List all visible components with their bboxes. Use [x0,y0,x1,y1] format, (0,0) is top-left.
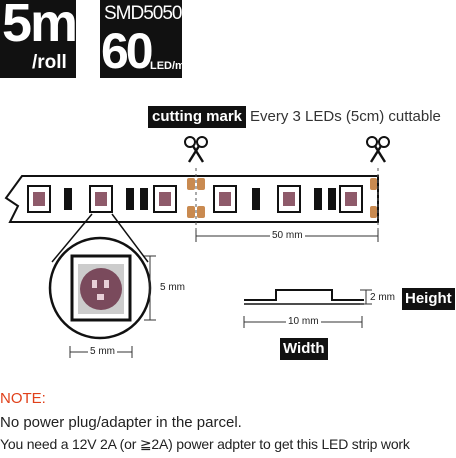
note-title: NOTE: [0,390,46,407]
scissors-icon [183,135,209,164]
led-chip [339,185,363,213]
strip-side-profile [244,289,364,301]
note-line-1: No power plug/adapter in the parcel. [0,414,242,431]
density-value: 60 [101,23,154,79]
length-badge: 5m /roll [0,0,78,78]
strip-width-label: 10 mm [286,316,321,327]
resistor [314,188,322,210]
scissors-icon [365,135,391,164]
zoom-line [51,213,93,263]
density-unit: LED/m [150,60,185,72]
led-chip [27,185,51,213]
led-chip [89,185,113,213]
cuttable-description: Every 3 LEDs (5cm) cuttable [250,108,441,125]
solder-pad [370,178,377,190]
length-unit: /roll [32,52,67,73]
length-value: 5m [2,0,78,53]
chip-width-label: 5 mm [88,346,117,357]
solder-pad [197,206,205,218]
resistor [64,188,72,210]
resistor [126,188,134,210]
cutting-mark-label: cutting mark [148,106,247,128]
chip-type: SMD5050 [104,3,182,24]
resistor [328,188,336,210]
chip-density-badge: SMD5050 60 LED/m [100,0,185,79]
led-chip [213,185,237,213]
note-line-2: You need a 12V 2A (or ≧2A) power adpter … [0,436,410,452]
led-lens [80,268,122,310]
led-chip [153,185,177,213]
solder-pad [370,206,377,218]
strip-thickness-label: 2 mm [370,292,395,303]
segment-length-label: 50 mm [270,230,305,241]
solder-pad [187,206,195,218]
led-chip [277,185,301,213]
zoom-line [111,213,149,263]
width-label: Width [280,338,328,360]
height-label: Height [402,288,455,310]
solder-pad [187,178,195,190]
chip-height-label: 5 mm [160,282,185,293]
solder-pad [197,178,205,190]
resistor [140,188,148,210]
resistor [252,188,260,210]
